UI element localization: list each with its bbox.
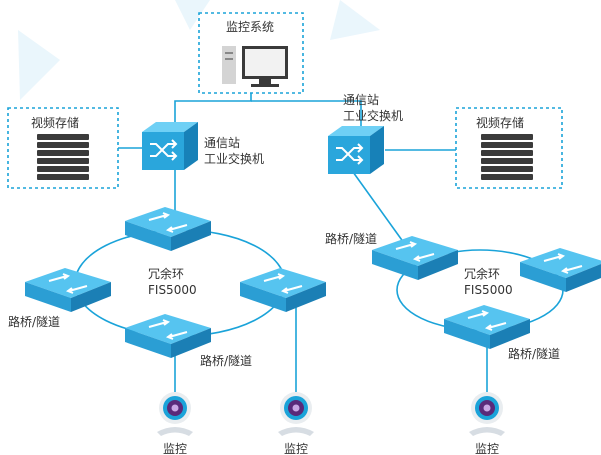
camera-label: 监控 [475, 442, 499, 455]
monitor-system: 监控系统 [198, 12, 304, 94]
core-switch-icon [141, 121, 199, 171]
core-switch-icon [327, 125, 385, 175]
ring-right-line1: 冗余环 [464, 266, 500, 281]
bg-shape [18, 30, 60, 100]
camera-icon [278, 392, 314, 436]
ring-switch-icon [124, 206, 212, 252]
storage-right-title: 视频存储 [476, 115, 524, 130]
bg-shape [330, 0, 380, 40]
ring-switch-icon [519, 247, 601, 293]
video-storage-left: 视频存储 [7, 107, 119, 189]
camera-label: 监控 [284, 442, 308, 455]
ring-left-line2: FIS5000 [148, 283, 197, 297]
tunnel-label: 路桥/隧道 [508, 346, 560, 361]
ring-switch-icon [443, 304, 531, 350]
station-left-line2: 工业交换机 [204, 151, 264, 166]
tunnel-label: 路桥/隧道 [200, 353, 252, 368]
video-storage-right: 视频存储 [455, 107, 563, 189]
camera-icon [157, 392, 193, 436]
camera-icon [469, 392, 505, 436]
ring-switch-icon [24, 267, 112, 313]
ring-left-line1: 冗余环 [148, 266, 184, 281]
ring-switch-icon [371, 235, 459, 281]
ring-switch-icon [124, 313, 212, 359]
station-right-line2: 工业交换机 [343, 108, 403, 123]
station-right-line1: 通信站 [343, 93, 379, 107]
tunnel-label: 路桥/隧道 [8, 314, 60, 329]
ring-switch-icon [239, 267, 327, 313]
bg-shape [175, 0, 210, 30]
monitor-system-title: 监控系统 [226, 20, 274, 34]
storage-left-title: 视频存储 [31, 115, 79, 130]
ring-right-line2: FIS5000 [464, 283, 513, 297]
computer-icon [222, 46, 288, 87]
station-left-line1: 通信站 [204, 136, 240, 150]
camera-label: 监控 [163, 442, 187, 455]
tunnel-label: 路桥/隧道 [325, 231, 377, 246]
